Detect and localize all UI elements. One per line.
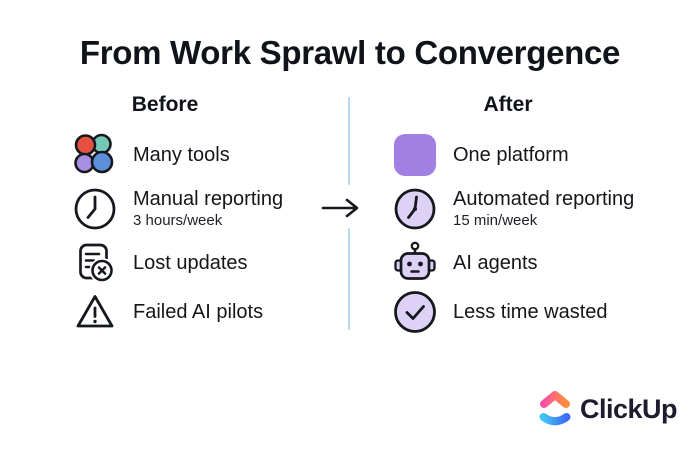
one-platform-icon — [392, 132, 438, 178]
item-label: Lost updates — [133, 252, 248, 274]
robot-icon — [392, 240, 438, 286]
before-item-manual-reporting: Manual reporting 3 hours/week — [72, 186, 283, 232]
item-label: One platform — [453, 144, 569, 166]
many-tools-icon — [72, 132, 118, 178]
before-item-lost-updates: Lost updates — [72, 240, 248, 286]
before-item-many-tools: Many tools — [72, 132, 230, 178]
item-label: Many tools — [133, 144, 230, 166]
before-item-failed-ai-pilots: Failed AI pilots — [72, 289, 263, 335]
item-label: Less time wasted — [453, 301, 608, 323]
item-label: AI agents — [453, 252, 538, 274]
check-circle-icon — [392, 289, 438, 335]
column-divider-bottom — [348, 228, 350, 330]
warning-triangle-icon — [72, 289, 118, 335]
clickup-logo-icon — [539, 391, 571, 426]
item-label: Automated reporting — [453, 188, 635, 211]
item-sublabel: 15 min/week — [453, 212, 538, 230]
column-divider-top — [348, 97, 350, 185]
clickup-brand: ClickUp — [538, 389, 678, 429]
after-item-ai-agents: AI agents — [392, 240, 538, 286]
clickup-wordmark: ClickUp — [580, 393, 678, 424]
after-item-one-platform: One platform — [392, 132, 569, 178]
after-item-less-time-wasted: Less time wasted — [392, 289, 608, 335]
page-title: From Work Sprawl to Convergence — [79, 34, 621, 71]
automated-clock-icon — [392, 186, 438, 232]
after-item-automated-reporting: Automated reporting 15 min/week — [392, 186, 634, 232]
clock-icon — [72, 186, 118, 232]
after-column-header: After — [483, 93, 533, 116]
lost-updates-icon — [72, 240, 118, 286]
item-label: Manual reporting — [133, 188, 284, 211]
before-column-header: Before — [131, 93, 199, 116]
item-label: Failed AI pilots — [133, 301, 264, 323]
item-sublabel: 3 hours/week — [133, 212, 223, 230]
right-arrow-icon — [321, 198, 359, 218]
